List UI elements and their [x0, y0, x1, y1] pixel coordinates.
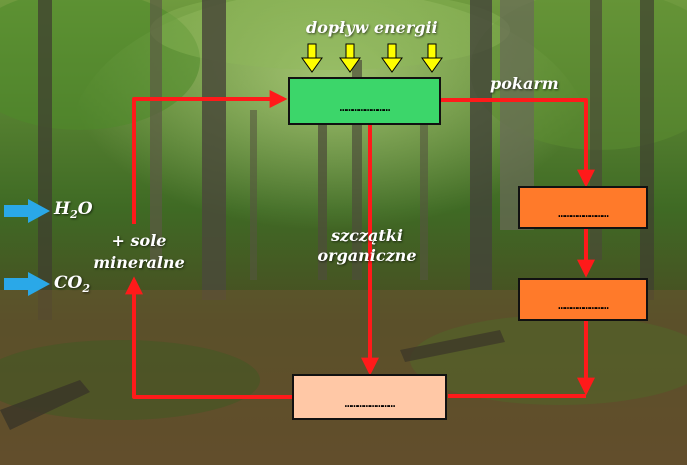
mineral-salts-label: + sole mineralne	[84, 230, 194, 274]
energy-inflow-arrows	[301, 43, 443, 73]
producer-box-shape	[288, 77, 441, 125]
co2-base: CO	[54, 273, 83, 293]
water-tail: O	[77, 199, 93, 219]
energy-inflow-label: dopływ energii	[306, 18, 438, 37]
consumer-1-box-shape	[518, 186, 648, 229]
energy-arrow-icon	[301, 43, 323, 73]
food-label: pokarm	[490, 74, 559, 93]
water-input-arrow-icon	[4, 199, 50, 223]
consumer-2-box[interactable]: ……………………	[519, 279, 647, 320]
organic-remains-line1: szczątki	[331, 226, 403, 245]
energy-arrow-icon	[339, 43, 361, 73]
consumer-2-box-shape	[518, 278, 648, 321]
organic-remains-line2: organiczne	[317, 246, 417, 265]
decomposer-box[interactable]: ……………………	[293, 375, 446, 419]
water-subscript: 2	[70, 208, 78, 221]
producer-box[interactable]: ……………………	[289, 78, 440, 124]
consumer-1-blank: ……………………	[558, 205, 609, 220]
energy-arrow-icon	[381, 43, 403, 73]
co2-subscript: 2	[82, 282, 90, 295]
co2-input-arrow-icon	[4, 272, 50, 296]
arrow-cycle-top	[132, 90, 288, 224]
flow-arrows	[125, 90, 595, 399]
consumer-2-blank: ……………………	[558, 297, 609, 312]
mineral-salts-line1: + sole	[111, 231, 167, 250]
producer-blank: ……………………	[339, 100, 391, 114]
decomposer-blank: ……………………	[344, 396, 396, 410]
water-label: H2O	[54, 199, 93, 221]
water-base: H	[54, 199, 71, 219]
energy-arrow-icon	[421, 43, 443, 73]
decomposer-box-shape	[292, 374, 447, 420]
arrow-mineral-salts	[125, 276, 293, 399]
mineral-salts-line2: mineralne	[93, 253, 185, 272]
organic-remains-label: szczątki organiczne	[312, 226, 422, 266]
arrow-food	[440, 98, 595, 188]
consumer-1-box[interactable]: ……………………	[519, 187, 647, 228]
co2-label: CO2	[54, 273, 90, 295]
